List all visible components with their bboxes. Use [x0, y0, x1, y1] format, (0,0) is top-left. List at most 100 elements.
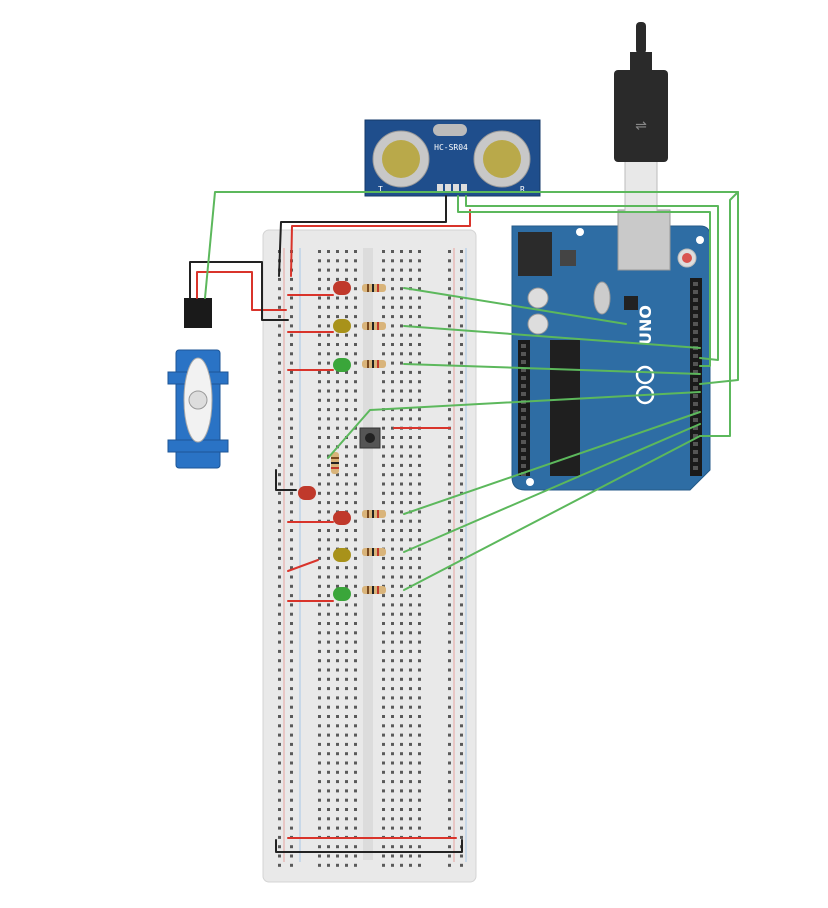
breadboard-hole: [278, 436, 281, 439]
breadboard-hole: [418, 259, 421, 263]
breadboard-hole: [448, 333, 451, 337]
breadboard-hole: [318, 817, 321, 821]
breadboard-hole: [400, 482, 403, 486]
breadboard-hole: [418, 631, 421, 635]
breadboard-hole: [290, 454, 293, 458]
breadboard-hole: [382, 305, 385, 309]
breadboard-hole: [336, 575, 339, 579]
breadboard-hole: [448, 454, 451, 458]
breadboard-hole: [418, 445, 421, 449]
breadboard-hole: [448, 566, 451, 570]
breadboard-hole: [318, 259, 321, 263]
breadboard-hole: [382, 380, 385, 384]
breadboard-hole: [336, 584, 339, 588]
breadboard-hole: [448, 436, 451, 439]
breadboard-hole: [318, 315, 321, 319]
breadboard-hole: [336, 491, 339, 495]
breadboard-hole: [345, 538, 348, 542]
breadboard-hole: [318, 715, 321, 718]
reset-button-cap: [682, 253, 692, 263]
breadboard-hole: [327, 370, 330, 374]
breadboard-hole: [382, 277, 385, 281]
breadboard-hole: [290, 556, 293, 560]
header-pin: [521, 472, 526, 476]
breadboard-hole: [448, 398, 451, 402]
breadboard-hole: [290, 845, 293, 849]
breadboard-hole: [278, 761, 281, 765]
breadboard-hole: [290, 501, 293, 505]
breadboard-hole: [345, 808, 348, 811]
breadboard-hole: [418, 361, 421, 365]
breadboard-hole: [345, 715, 348, 718]
breadboard-hole: [409, 529, 412, 532]
breadboard-hole: [382, 770, 385, 774]
breadboard-hole: [382, 473, 385, 477]
breadboard-hole: [418, 687, 421, 691]
breadboard-hole: [336, 352, 339, 356]
breadboard-hole: [418, 389, 421, 393]
breadboard-hole: [460, 724, 463, 728]
arduino-uno-board: UNO: [511, 209, 711, 491]
breadboard-hole: [391, 770, 394, 774]
breadboard-hole: [278, 808, 281, 811]
breadboard-hole: [382, 529, 385, 532]
breadboard-hole: [345, 473, 348, 477]
breadboard-hole: [418, 333, 421, 337]
breadboard-hole: [290, 575, 293, 579]
breadboard-hole: [318, 808, 321, 811]
breadboard-hole: [336, 649, 339, 653]
breadboard-hole: [345, 789, 348, 793]
breadboard-hole: [278, 677, 281, 681]
breadboard-hole: [327, 380, 330, 384]
breadboard-hole: [318, 622, 321, 625]
usb-symbol: ⇌: [635, 118, 647, 134]
breadboard-hole: [290, 668, 293, 672]
breadboard-hole: [460, 742, 463, 746]
breadboard-hole: [290, 733, 293, 737]
arduino-model-label: UNO: [636, 305, 655, 345]
breadboard-hole: [278, 780, 281, 784]
breadboard-hole: [318, 733, 321, 737]
breadboard-hole: [418, 370, 421, 374]
breadboard-hole: [448, 250, 451, 253]
breadboard-hole: [391, 603, 394, 607]
breadboard-hole: [345, 603, 348, 607]
breadboard-hole: [327, 538, 330, 542]
breadboard-hole: [345, 640, 348, 644]
breadboard-hole: [354, 687, 357, 691]
breadboard-hole: [278, 426, 281, 430]
header-pins: [521, 282, 698, 476]
breadboard-hole: [336, 501, 339, 505]
breadboard-hole: [345, 250, 348, 253]
resistor-icon: [362, 586, 386, 594]
breadboard-hole: [345, 408, 348, 412]
breadboard-hole: [290, 482, 293, 486]
breadboard-hole: [391, 789, 394, 793]
breadboard-hole: [318, 770, 321, 774]
breadboard-hole: [278, 603, 281, 607]
breadboard-hole: [391, 296, 394, 300]
breadboard-hole: [418, 752, 421, 756]
header-pin: [693, 322, 698, 326]
breadboard-hole: [409, 724, 412, 728]
breadboard-hole: [327, 408, 330, 412]
breadboard-hole: [409, 752, 412, 756]
breadboard-hole: [409, 361, 412, 365]
breadboard-hole: [318, 696, 321, 700]
breadboard-hole: [336, 482, 339, 486]
breadboard-hole: [278, 854, 281, 858]
breadboard-hole: [327, 612, 330, 616]
breadboard-hole: [409, 380, 412, 384]
breadboard-hole: [327, 826, 330, 830]
breadboard-hole: [290, 780, 293, 784]
breadboard-hole: [418, 473, 421, 477]
breadboard-hole: [336, 640, 339, 644]
led-icon: [333, 587, 351, 601]
breadboard-hole: [391, 445, 394, 449]
breadboard-hole: [460, 622, 463, 625]
header-pin: [521, 392, 526, 396]
header-pin: [693, 402, 698, 406]
breadboard-hole: [278, 333, 281, 337]
breadboard-hole: [345, 677, 348, 681]
breadboard-hole: [409, 668, 412, 672]
